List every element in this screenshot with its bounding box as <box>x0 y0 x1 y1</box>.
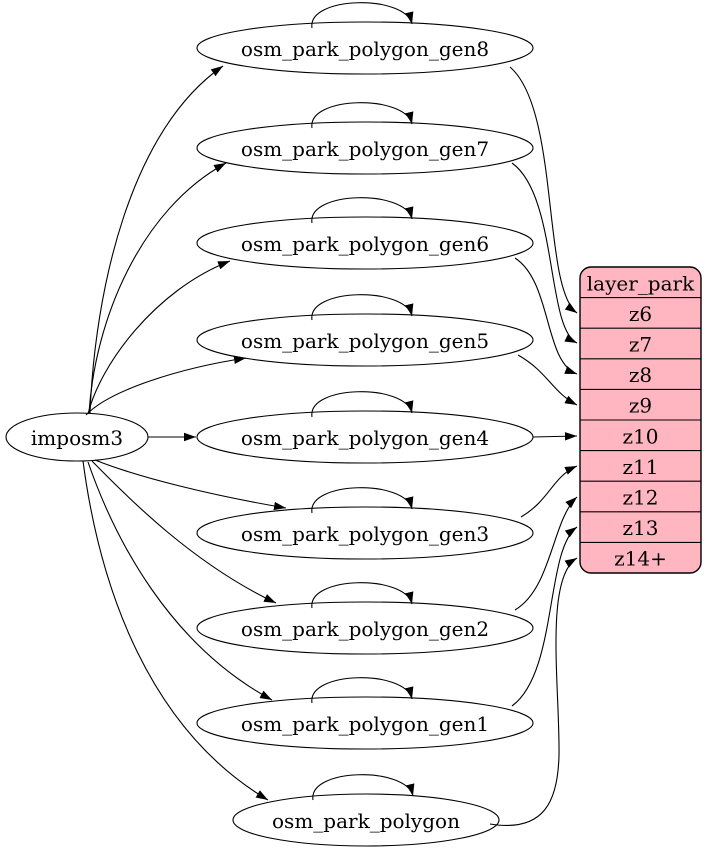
edge-osm_park_polygon_gen8-to-z6 <box>509 66 578 314</box>
edge-imposm3-to-osm_park_polygon_gen2 <box>91 460 277 604</box>
node-imposm3: imposm3 <box>5 412 149 462</box>
node-ellipse-osm_park_polygon_gen5 <box>196 313 534 367</box>
node-ellipse-osm_park_polygon_gen7 <box>196 121 534 175</box>
node-label-osm_park_polygon_gen6: osm_park_polygon_gen6 <box>241 232 489 256</box>
node-ellipse-osm_park_polygon <box>232 793 500 847</box>
edge-imposm3-to-osm_park_polygon_gen1 <box>87 461 273 701</box>
node-label-osm_park_polygon_gen8: osm_park_polygon_gen8 <box>241 37 489 61</box>
self-loop-osm_park_polygon_gen8 <box>311 2 414 29</box>
edge-osm_park_polygon_gen3-to-z11 <box>520 465 578 518</box>
node-ellipse-osm_park_polygon_gen1 <box>196 696 534 750</box>
self-loop-osm_park_polygon_gen4 <box>311 391 414 418</box>
node-osm_park_polygon_gen5: osm_park_polygon_gen5 <box>196 313 534 367</box>
edge-osm_park_polygon_gen6-to-z8 <box>514 257 578 375</box>
self-loop-osm_park_polygon_gen7 <box>311 102 414 129</box>
edge-imposm3-to-osm_park_polygon <box>82 460 269 801</box>
self-loop-osm_park_polygon_gen1 <box>311 677 414 704</box>
layer-row-z11: z11 <box>623 455 659 479</box>
node-label-osm_park_polygon_gen2: osm_park_polygon_gen2 <box>241 617 489 641</box>
node-ellipse-osm_park_polygon_gen3 <box>196 506 534 560</box>
node-label-osm_park_polygon_gen3: osm_park_polygon_gen3 <box>241 522 489 546</box>
layer-park-title: layer_park <box>587 271 695 295</box>
node-ellipse-osm_park_polygon_gen2 <box>196 601 534 655</box>
node-ellipse-osm_park_polygon_gen8 <box>196 21 534 75</box>
layer-row-z9: z9 <box>629 394 652 418</box>
edge-osm_park_polygon_gen7-to-z7 <box>511 162 578 344</box>
self-loop-osm_park_polygon_gen6 <box>311 197 414 224</box>
self-loop-osm_park_polygon_gen5 <box>311 294 414 321</box>
node-osm_park_polygon_gen4: osm_park_polygon_gen4 <box>196 410 534 464</box>
node-label-osm_park_polygon_gen7: osm_park_polygon_gen7 <box>241 137 489 161</box>
self-loop-osm_park_polygon_gen3 <box>311 487 414 514</box>
node-osm_park_polygon_gen6: osm_park_polygon_gen6 <box>196 216 534 270</box>
layer-row-z8: z8 <box>629 363 652 387</box>
edge-imposm3-to-osm_park_polygon_gen3 <box>94 459 287 511</box>
edge-osm_park_polygon_gen5-to-z9 <box>517 354 578 406</box>
edge-imposm3-to-osm_park_polygon_gen8 <box>89 65 224 414</box>
self-loop-osm_park_polygon_gen2 <box>311 582 414 609</box>
layer-row-z14plus: z14+ <box>614 547 667 571</box>
layer-row-z13: z13 <box>623 516 659 540</box>
node-osm_park_polygon_gen8: osm_park_polygon_gen8 <box>196 21 534 75</box>
node-osm_park_polygon: osm_park_polygon <box>232 793 500 847</box>
node-osm_park_polygon_gen1: osm_park_polygon_gen1 <box>196 696 534 750</box>
edge-imposm3-to-osm_park_polygon_gen7 <box>88 162 227 414</box>
layer-park-table: layer_park z6 z7 z8 z9 z10 z11 z12 z13 z14+ <box>579 266 702 574</box>
node-ellipse-osm_park_polygon_gen6 <box>196 216 534 270</box>
node-label-osm_park_polygon: osm_park_polygon <box>272 809 460 833</box>
edge-osm_park_polygon-to-z14plus <box>489 557 578 826</box>
layer-row-z12: z12 <box>623 486 659 510</box>
edge-imposm3-to-osm_park_polygon_gen6 <box>87 260 231 415</box>
layer-row-z10: z10 <box>623 424 659 448</box>
layer-row-z6: z6 <box>629 302 652 326</box>
node-label-osm_park_polygon_gen5: osm_park_polygon_gen5 <box>241 329 489 353</box>
edge-imposm3-to-osm_park_polygon_gen5 <box>85 355 247 416</box>
node-osm_park_polygon_gen3: osm_park_polygon_gen3 <box>196 506 534 560</box>
node-osm_park_polygon_gen2: osm_park_polygon_gen2 <box>196 601 534 655</box>
node-osm_park_polygon_gen7: osm_park_polygon_gen7 <box>196 121 534 175</box>
node-label-osm_park_polygon_gen4: osm_park_polygon_gen4 <box>241 426 489 450</box>
edges <box>82 2 578 826</box>
node-label-osm_park_polygon_gen1: osm_park_polygon_gen1 <box>241 712 489 736</box>
edge-osm_park_polygon_gen4-to-z10 <box>532 432 578 441</box>
node-label-imposm3: imposm3 <box>31 426 123 450</box>
edge-osm_park_polygon_gen2-to-z12 <box>514 496 578 611</box>
edge-osm_park_polygon_gen1-to-z13 <box>511 526 578 707</box>
layer-row-z7: z7 <box>629 333 652 357</box>
self-loop-osm_park_polygon <box>312 774 415 801</box>
